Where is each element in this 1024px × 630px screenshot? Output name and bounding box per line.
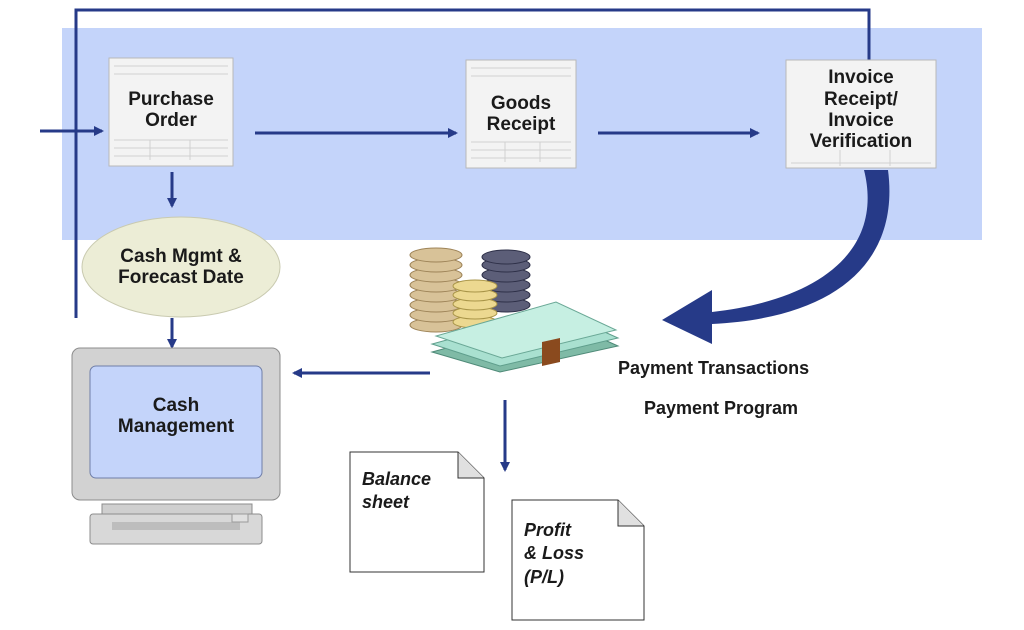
payment-curved-arrow: [662, 170, 890, 344]
cash-forecast-bubble: [81, 216, 281, 318]
money-stack-icon: [409, 247, 620, 373]
payment-program-label: Payment Program: [644, 398, 799, 418]
computer-monitor-icon: [71, 347, 281, 545]
payment-transactions-label: Payment Transactions: [618, 358, 810, 378]
balance-sheet-note-icon: [349, 451, 485, 573]
invoice-label: Invoice Receipt/ Invoice Verification: [809, 67, 913, 153]
goods-receipt-document-icon: [465, 59, 577, 169]
goods-receipt-label: Goods Receipt: [486, 92, 556, 135]
feedback-loop-line: [74, 8, 871, 318]
balance-sheet-label: Balance sheet: [362, 469, 432, 513]
purchase-order-label: Purchase Order: [128, 88, 214, 131]
invoice-document-icon: [785, 59, 937, 169]
cash-management-label: Cash Management: [117, 394, 235, 437]
purchase-order-document-icon: [108, 57, 234, 167]
profit-loss-note-icon: [511, 499, 645, 621]
cash-forecast-label: Cash Mgmt & Forecast Date: [118, 245, 244, 288]
profit-loss-label: Profit & Loss (P/L): [524, 520, 585, 587]
